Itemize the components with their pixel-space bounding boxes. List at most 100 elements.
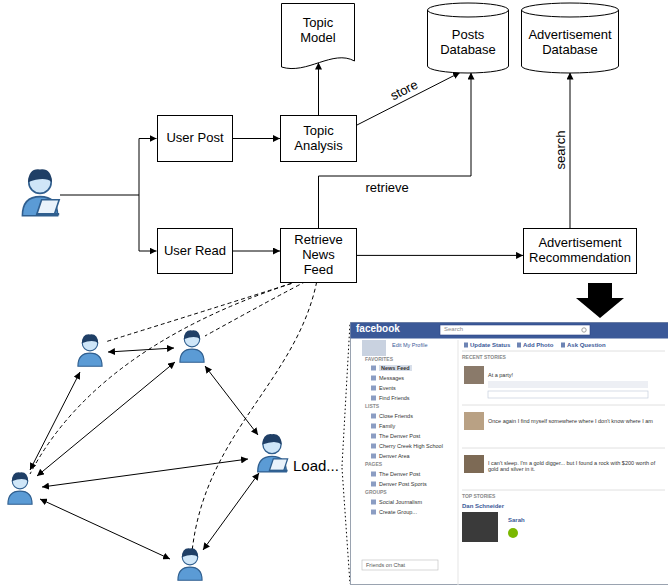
screenshot-text: Once again I find myself somewhere where… [488,418,658,424]
screenshot-text: Cherry Creek High School [379,443,443,449]
screenshot-text: PAGES [365,462,382,468]
process-box: Retrieve News Feed [280,228,357,283]
feed-dashed-curves [30,275,318,552]
zoom-lines [342,323,350,584]
node-label: User Read [164,244,226,259]
screenshot-text: Search [444,326,463,333]
node-label: User Post [166,131,223,146]
edge-label: retrieve [363,181,410,194]
facebook-screenshot [371,424,376,429]
document-outline [282,4,355,69]
facebook-screenshot [371,472,376,477]
screenshot-text: RECENT STORIES [462,355,506,361]
user-icon [22,169,59,216]
screenshot-text: facebook [356,323,400,334]
screenshot-text: LISTS [365,404,379,410]
flow-arrow [233,251,280,252]
screenshot-text: Close Friends [379,413,413,419]
screenshot-text: Denver Post Sports [379,481,427,487]
user-branch-lines [139,138,157,139]
zoom-lines [342,468,350,584]
facebook-screenshot [440,325,590,335]
facebook-screenshot [462,448,665,449]
screenshot-text: At a party! [488,372,513,378]
screenshot-text: Ask Question [567,342,606,349]
facebook-screenshot [464,343,468,348]
cylinder-body [428,3,509,73]
facebook-screenshot [351,323,668,339]
screenshot-text: Social Journalism [379,499,422,505]
user-branch-lines [139,251,157,252]
screenshot-text: I can't sleep. I'm a gold digger... but … [488,460,658,472]
user-branch-lines [60,139,157,252]
process-box: User Read [157,228,233,274]
facebook-screenshot [371,366,376,371]
node-label: Retrieve News Feed [286,233,351,278]
feed-dashed-curves [192,275,318,552]
facebook-screenshot [362,340,386,356]
facebook-screenshot [582,328,586,332]
node-label: Topic Analysis [286,124,351,154]
facebook-screenshot [371,376,376,381]
social-links [203,473,259,550]
facebook-screenshot [371,454,376,459]
user-branch-lines [139,139,140,252]
facebook-screenshot [371,500,376,505]
screenshot-text: Edit My Profile [392,342,427,348]
social-links [108,348,174,352]
database-cylinder: Advertisement Database [521,3,619,73]
screenshot-text: Add Photo [523,342,553,349]
flow-arrow [233,138,280,139]
facebook-screenshot [351,323,668,585]
facebook-screenshot [371,444,376,449]
screenshot-text: The Denver Post [379,433,420,439]
facebook-screenshot [561,343,565,348]
social-links [37,362,175,476]
facebook-screenshot [362,560,438,570]
screenshot-text: Messages [379,375,404,381]
screenshot-text: Friends on Chat [366,562,405,568]
node-label: Topic Model [286,16,350,46]
facebook-screenshot [462,490,665,491]
screenshot-text: FAVORITES [365,357,393,363]
social-links [205,366,258,435]
facebook-screenshot [488,391,648,398]
facebook-screenshot [464,412,484,430]
social-people [258,434,288,472]
cylinder-rim [428,10,509,17]
social-links [42,459,248,487]
cylinder-body [522,3,619,73]
social-links [30,372,80,470]
facebook-screenshot [371,510,376,515]
facebook-screenshot [462,351,665,352]
process-box: Topic Analysis [280,115,357,162]
node-label: Posts Database [432,28,504,58]
social-people [8,330,288,580]
facebook-screenshot [371,434,376,439]
edge-label: store [386,77,421,104]
screenshot-text: Denver Area [379,453,410,459]
facebook-screenshot [371,386,376,391]
flow-arrow [570,73,571,229]
social-links [30,348,259,559]
cylinder-rim [522,10,619,17]
facebook-screenshot [464,455,484,473]
screenshot-text: Events [379,385,396,391]
node-label: Advertisement Recommendation [529,236,631,266]
facebook-screenshot [464,366,484,384]
zoom-lines [342,323,350,466]
block-arrow [576,283,624,318]
user-branch-lines [60,195,139,196]
social-people [180,330,204,362]
process-box: User Post [157,115,233,162]
social-people [78,334,102,366]
edge-label: search [554,129,567,172]
facebook-screenshot [517,343,521,348]
flow-arrow [318,63,319,116]
screenshot-text: Find Friends [379,395,410,401]
screenshot-text: Create Group... [379,509,417,515]
facebook-screenshot [371,414,376,419]
